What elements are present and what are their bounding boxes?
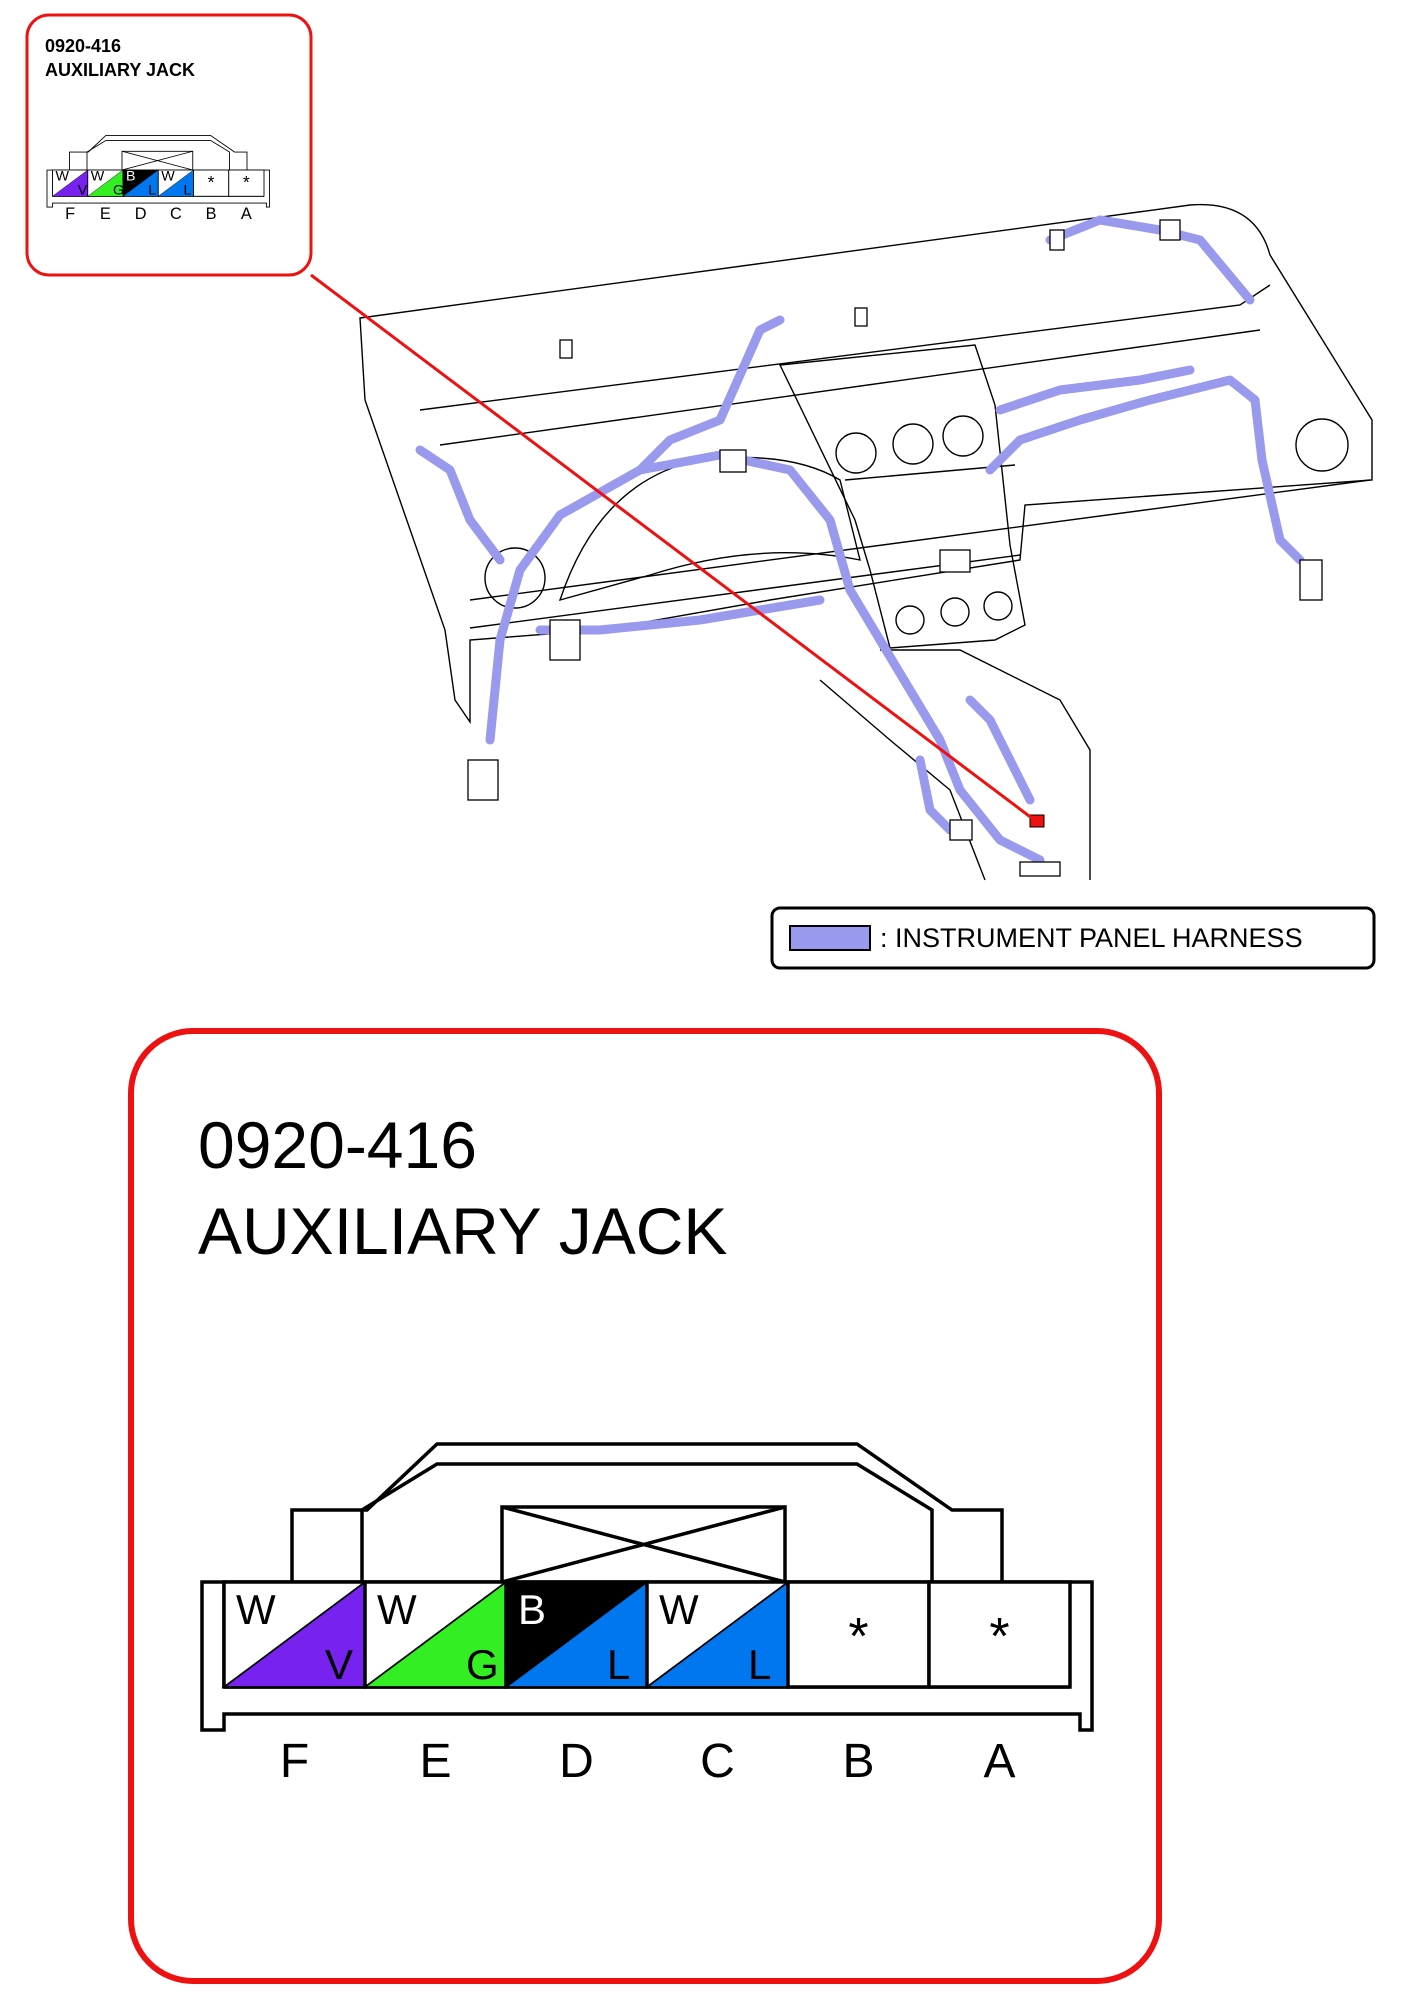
vent-2 xyxy=(892,423,934,465)
legend-label: : INSTRUMENT PANEL HARNESS xyxy=(880,923,1303,953)
harness-connectors xyxy=(467,219,1323,877)
small-pin-C-base-color: W xyxy=(161,169,175,185)
small-pin-E-stripe-color: G xyxy=(113,182,124,198)
small-pin-letter-B: B xyxy=(206,205,217,223)
connector-right-end xyxy=(1299,559,1323,601)
small-pin-letter-A: A xyxy=(241,205,252,223)
left-vent xyxy=(484,547,546,609)
connector-console-end xyxy=(1019,861,1061,877)
large-pin-B-unused-marker: * xyxy=(848,1608,868,1666)
large-lock-hood xyxy=(290,1442,1004,1582)
legend-frame xyxy=(770,906,1376,970)
large-pin-letter-B: B xyxy=(842,1735,874,1788)
small-pin-letter-F: F xyxy=(65,205,75,223)
small-pin-F-stripe-color: V xyxy=(78,182,88,198)
harness-right-run xyxy=(985,375,1305,565)
small-lock-hood-inner xyxy=(86,140,230,170)
center-stack xyxy=(778,344,1026,649)
large-lock-hood-inner xyxy=(360,1462,934,1582)
small-pin-A-unused-marker: * xyxy=(243,172,250,192)
large-pin-cell-A xyxy=(927,1580,1072,1689)
harness-main-run xyxy=(485,450,1045,865)
connector-top-mid xyxy=(1049,229,1065,251)
small-pin-D-stripe-color: L xyxy=(148,182,156,198)
connector-upper-left xyxy=(559,339,573,359)
small-connector-code: 0920-416 xyxy=(45,36,121,56)
harness-upper-left xyxy=(635,315,785,475)
dash-top-edge xyxy=(419,284,1271,411)
large-pin-F-stripe-color: V xyxy=(325,1641,353,1688)
small-connector-name: AUXILIARY JACK xyxy=(45,60,195,80)
large-pin-D-base-color: B xyxy=(518,1586,546,1633)
large-pin-C-stripe-color: L xyxy=(748,1641,771,1688)
small-pin-letter-C: C xyxy=(170,205,182,223)
gauge-cluster xyxy=(558,456,861,602)
knob-3 xyxy=(983,591,1013,621)
large-pin-E-base-color: W xyxy=(377,1586,417,1633)
knob-1 xyxy=(895,605,925,635)
small-pin-E-base-color: W xyxy=(91,169,105,185)
small-callout-frame xyxy=(25,13,313,277)
harness-console-left xyxy=(915,755,955,835)
large-pin-C-base-color: W xyxy=(659,1586,699,1633)
connector-upper-mid xyxy=(854,307,868,327)
console-right xyxy=(880,649,1091,880)
large-pin-D-stripe-color: L xyxy=(607,1641,630,1688)
dashboard-illustration xyxy=(359,203,1373,881)
connector-stack xyxy=(939,549,971,573)
legend-harness-swatch xyxy=(789,925,871,951)
harness-right-upper xyxy=(995,365,1195,415)
small-pin-C-stripe-color: L xyxy=(184,182,192,198)
vent-3 xyxy=(942,415,984,457)
large-pin-A-unused-marker: * xyxy=(989,1608,1009,1666)
large-key-cross-2 xyxy=(501,1505,786,1584)
connector-cluster-top xyxy=(719,449,747,473)
large-pin-F-base-color: W xyxy=(236,1586,276,1633)
connector-left-bottom xyxy=(467,759,499,801)
small-lock-hood xyxy=(69,135,248,170)
dash-outline xyxy=(359,203,1373,725)
harness-console-branch xyxy=(965,695,1035,805)
dash-top-inner xyxy=(439,329,1261,446)
small-pin-letter-D: D xyxy=(135,205,147,223)
large-pin-letter-E: E xyxy=(419,1735,451,1788)
harness-left-branch xyxy=(415,445,505,565)
large-pin-E-stripe-color: G xyxy=(466,1641,499,1688)
connector-console xyxy=(949,819,973,841)
legend: : INSTRUMENT PANEL HARNESS xyxy=(770,906,1376,970)
vent-1 xyxy=(835,432,877,474)
large-connector-name: AUXILIARY JACK xyxy=(198,1194,727,1268)
right-vent xyxy=(1295,418,1349,472)
small-pin-letter-E: E xyxy=(100,205,111,223)
large-pin-letter-A: A xyxy=(983,1735,1015,1788)
connector-left-mid xyxy=(549,619,581,661)
small-pin-F-base-color: W xyxy=(56,169,70,185)
connector-top-right xyxy=(1159,219,1181,241)
small-key-cross-2 xyxy=(121,150,193,171)
callout-leader-line xyxy=(310,273,1038,824)
small-pin-D-base-color: B xyxy=(126,169,136,185)
small-pin-cell-A xyxy=(228,169,265,197)
dash-lower-edge xyxy=(469,554,1021,629)
knob-2 xyxy=(940,597,970,627)
large-connector-code: 0920-416 xyxy=(198,1108,477,1182)
large-pin-letter-F: F xyxy=(280,1735,309,1788)
harness-top-right xyxy=(1045,215,1255,305)
large-pin-cell-B xyxy=(786,1580,931,1689)
dash-lower-line xyxy=(469,479,1371,601)
large-pin-letter-C: C xyxy=(700,1735,735,1788)
small-pin-B-unused-marker: * xyxy=(208,172,215,192)
large-pin-letter-D: D xyxy=(559,1735,594,1788)
